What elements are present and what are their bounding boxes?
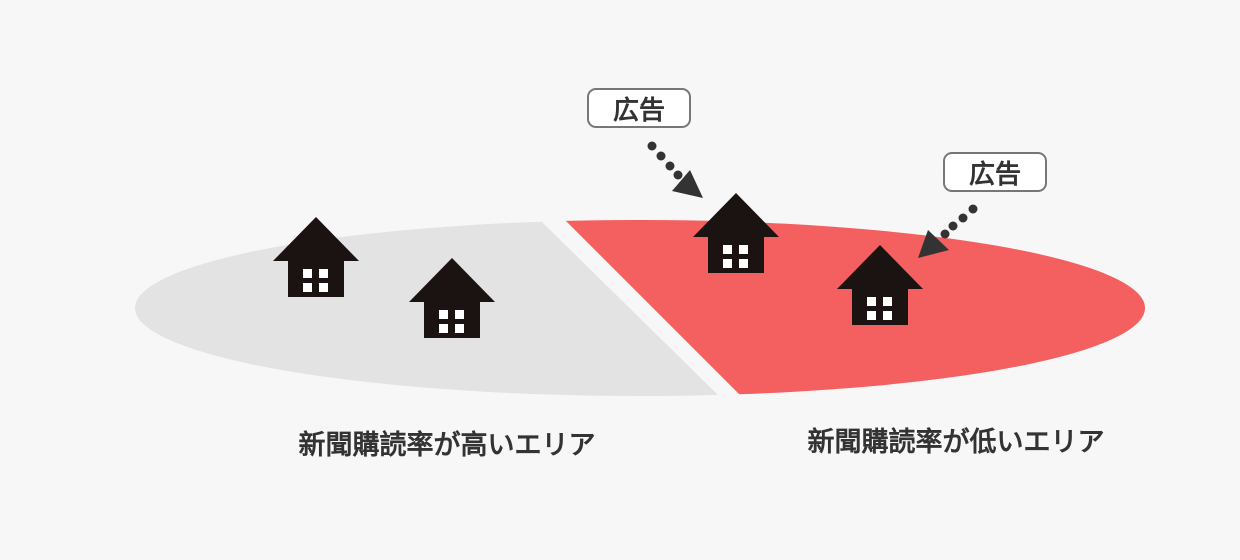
- high-area-label: 新聞購読率が高いエリア: [298, 430, 596, 461]
- low-area-label: 新聞購読率が低いエリア: [807, 427, 1105, 458]
- dotted-arrow-icon: [918, 204, 978, 258]
- dotted-arrow-icon: [647, 141, 703, 198]
- ad-callout: 広告: [943, 152, 1047, 192]
- ad-callout: 広告: [587, 88, 691, 128]
